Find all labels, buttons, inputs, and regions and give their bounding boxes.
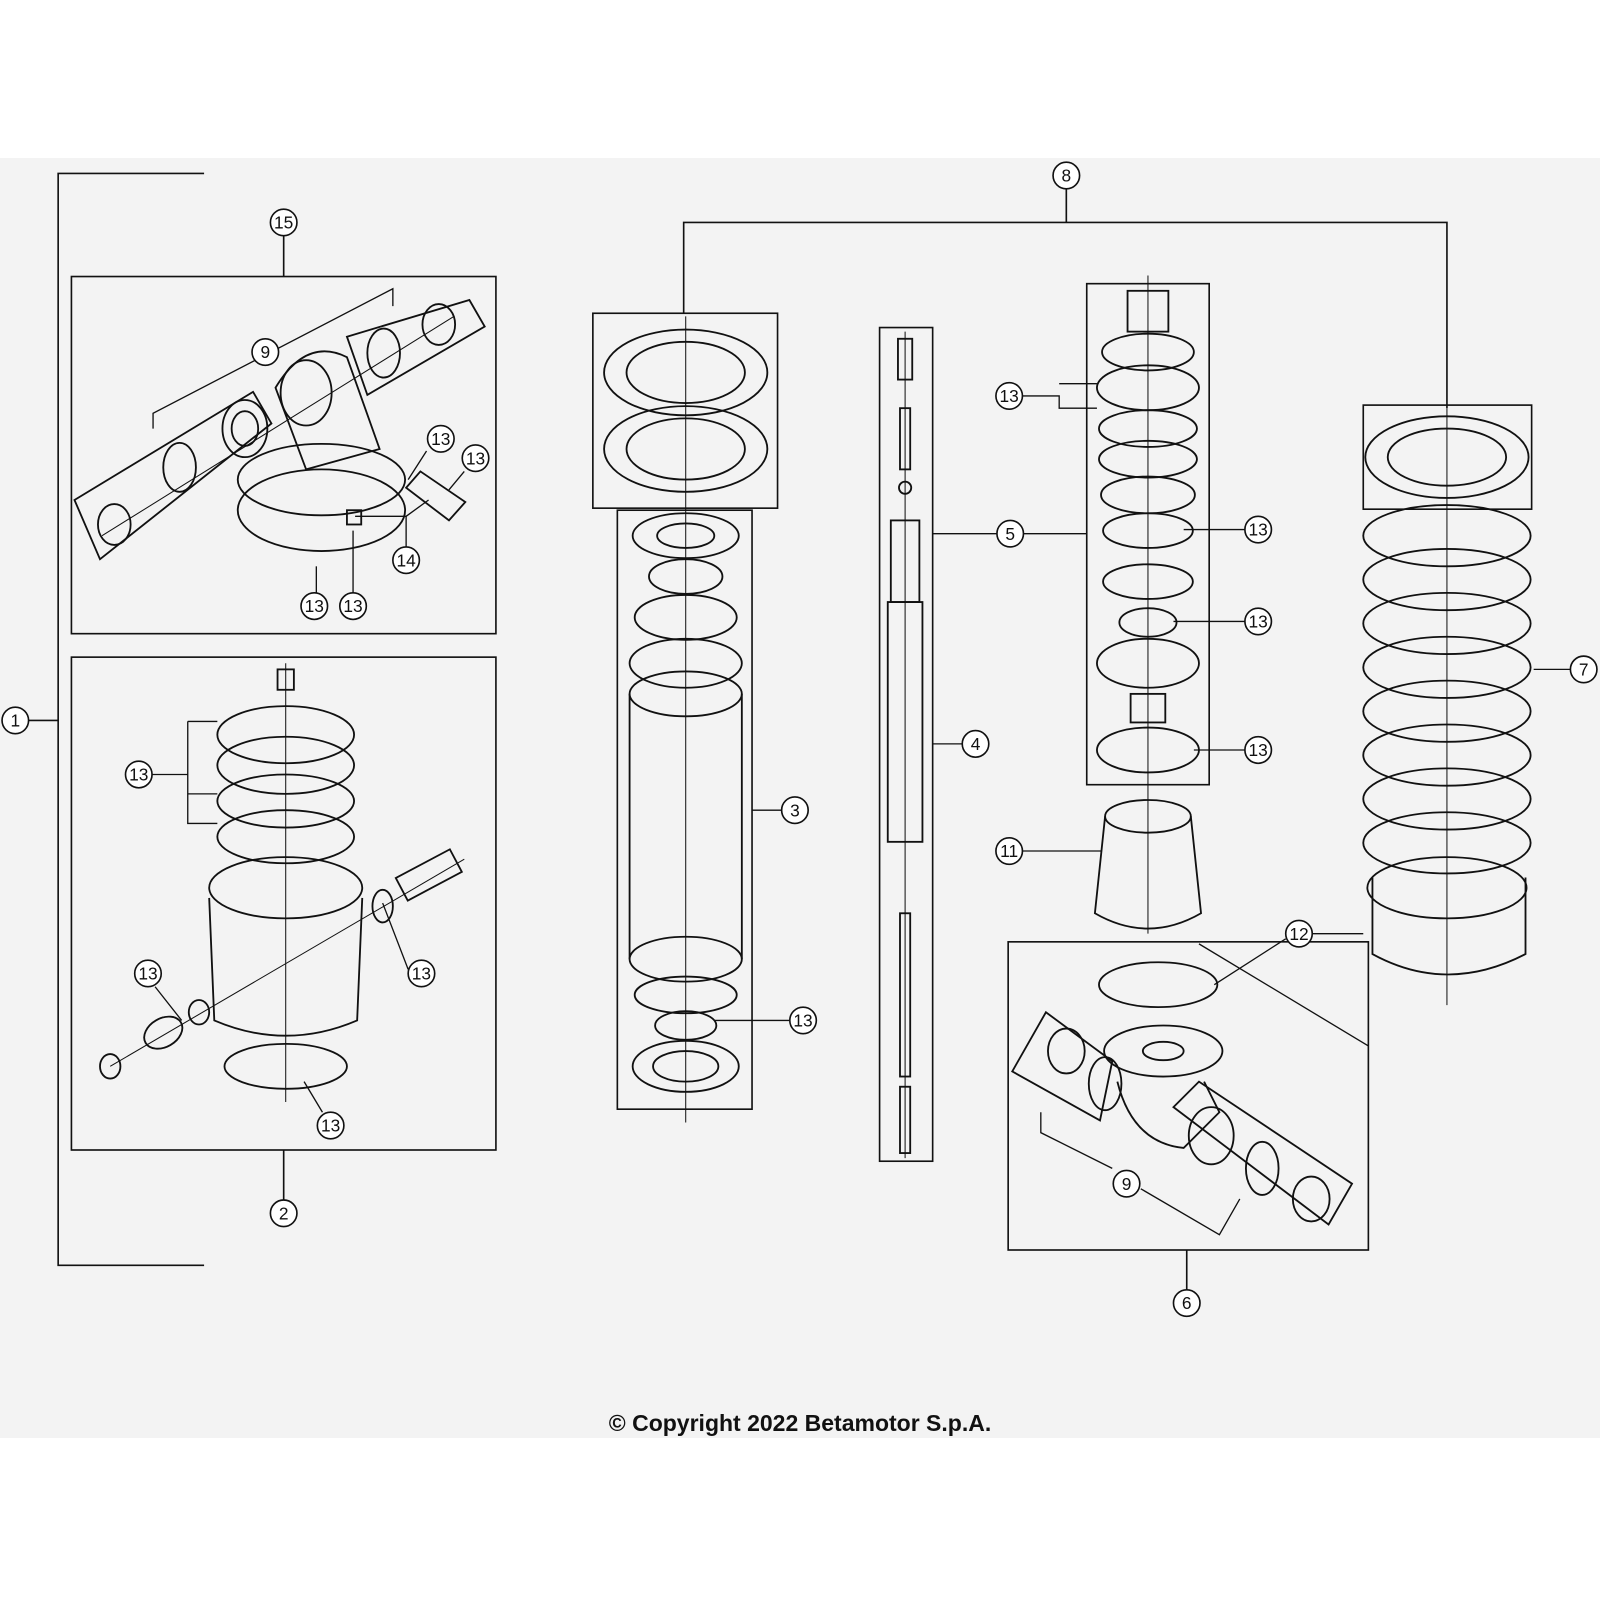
callout-label: 12 [1289,924,1308,944]
callout-label: 13 [129,765,148,785]
callout-circle [780,796,809,825]
callout-2: 2 [269,1199,298,1228]
callout-circle [1112,1169,1141,1198]
callout-label: 13 [1000,386,1019,406]
callout-13: 13 [1244,515,1273,544]
callout-13: 13 [338,592,368,621]
callout-13: 13 [788,1006,818,1035]
callout-label: 3 [790,800,800,820]
callout-12: 12 [1284,919,1314,948]
callout-label: 1 [10,711,20,731]
callout-label: 5 [1005,524,1015,544]
callout-label: 2 [279,1203,289,1223]
callout-circle [124,760,153,789]
callout-8: 8 [1052,161,1081,190]
callout-15: 15 [269,208,298,237]
callout-circle [1,706,30,735]
callout-label: 9 [260,342,270,362]
callout-circle [461,444,490,473]
bottom-eye-mount [1010,943,1369,1226]
callout-3: 3 [780,796,809,825]
callout-label: 14 [396,550,416,570]
callout-circle [269,1199,298,1228]
group-parts [73,275,1532,1226]
callout-circle [1172,1288,1201,1318]
callout-5: 5 [996,519,1025,548]
callout-13: 13 [316,1111,345,1140]
callout-circle [300,592,329,621]
group-leader-lines [152,287,1571,1236]
callout-circle [788,1006,818,1035]
callout-13: 13 [407,959,436,988]
callout-label: 13 [305,596,324,616]
callout-label: 7 [1579,660,1589,680]
callout-13: 13 [124,760,153,789]
callout-circle [338,592,368,621]
callout-13: 13 [300,592,329,621]
callout-circle [269,208,298,237]
callout-label: 13 [1249,740,1268,760]
callout-11: 11 [995,836,1024,866]
callout-label: 13 [321,1116,340,1136]
callout-label: 13 [138,964,157,984]
callout-label: 13 [466,448,485,468]
group-frames [28,172,1533,1290]
callout-circle [995,836,1024,866]
bracket-8 [682,221,1448,409]
callout-label: 13 [343,596,362,616]
callout-1: 1 [1,706,30,735]
callout-label: 4 [971,734,981,754]
callout-circle [995,381,1024,410]
callout-circle [251,337,280,367]
callout-13: 13 [1244,607,1273,636]
callout-label: 15 [274,213,293,233]
callout-circle [961,729,990,758]
callout-circle [1284,919,1314,948]
callout-circle [1052,161,1081,190]
callout-circle [996,519,1025,548]
callout-9: 9 [251,337,280,367]
callout-label: 13 [431,429,450,449]
center-axis-lines [285,275,1448,1159]
frame-reservoir-group [70,656,497,1151]
callout-14: 14 [392,546,421,575]
callout-13: 13 [461,444,490,473]
callout-circle [1244,607,1273,636]
callout-label: 6 [1182,1293,1192,1313]
copyright-text: © Copyright 2022 Betamotor S.p.A. [608,1410,992,1436]
callout-label: 13 [1249,520,1268,540]
callout-6: 6 [1172,1288,1201,1318]
callout-circle [133,959,163,988]
callout-label: 13 [412,964,431,984]
callout-circle [426,424,455,453]
callout-label: 13 [1249,612,1268,632]
callout-circle [1244,735,1273,765]
callout-label: 13 [793,1011,812,1031]
frame-bottom-mount-group [1007,941,1370,1251]
callout-label: 9 [1122,1174,1132,1194]
callout-circle [1244,515,1273,544]
frame-body-group [616,509,753,1110]
callout-9: 9 [1112,1169,1141,1198]
callout-label: 11 [1000,841,1018,861]
top-eye-mount [73,298,486,561]
callout-7: 7 [1569,655,1598,684]
callout-circle [407,959,436,988]
callout-label: 8 [1062,166,1072,186]
callout-circle [392,546,421,575]
callout-13: 13 [1244,735,1273,765]
callout-circle [1569,655,1598,684]
callout-13: 13 [133,959,163,988]
bracket-1 [57,172,205,1267]
reservoir [99,668,465,1090]
callout-13: 13 [995,381,1024,410]
callout-4: 4 [961,729,990,758]
callout-circle [316,1111,345,1140]
callout-13: 13 [426,424,455,453]
group-callouts: 1 15 9 13 13 14 13 13 13 13 13 13 2 3 13 8 4 5 13 13 13 13 11 1… [1,161,1598,1318]
